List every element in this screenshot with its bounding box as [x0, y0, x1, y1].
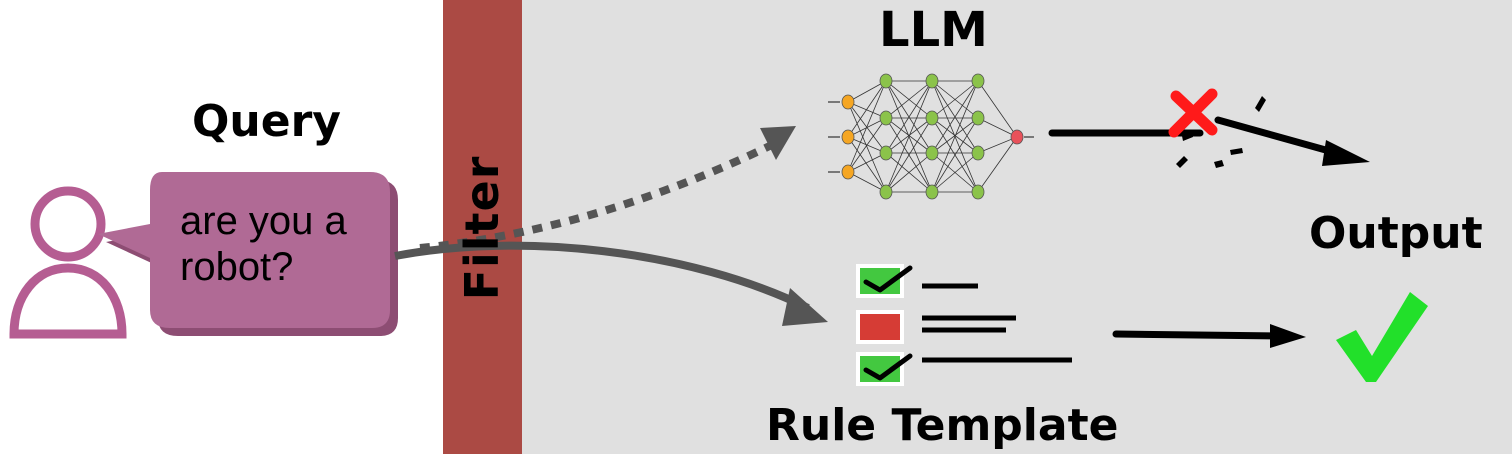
query-text-line-1: are you a: [180, 199, 347, 243]
nn-connection: [977, 117, 1018, 138]
output-title: Output: [1309, 208, 1483, 259]
nn-connection: [977, 136, 1018, 193]
nn-node: [925, 184, 939, 200]
nn-connection: [885, 80, 933, 119]
nn-node: [971, 110, 985, 126]
arrow-head-to-rule-template: [782, 288, 828, 326]
filter-bar: [443, 0, 522, 454]
nn-connection: [931, 80, 979, 119]
nn-connection: [847, 117, 887, 173]
nn-connection: [847, 101, 887, 193]
nn-node: [841, 164, 855, 180]
nn-connection: [931, 80, 979, 154]
dotted-arrow-to-llm: [419, 136, 784, 252]
speech-bubble: [98, 172, 398, 336]
rule-output-arrow-head: [1270, 324, 1306, 348]
nn-node: [879, 73, 893, 89]
user-icon: [9, 186, 127, 339]
nn-node: [971, 184, 985, 200]
nn-node: [879, 145, 893, 161]
check-mark-2: [863, 353, 913, 381]
nn-node: [925, 110, 939, 126]
nn-connection: [885, 80, 933, 154]
nn-node: [971, 73, 985, 89]
check-mark-1: [863, 265, 913, 293]
nn-node: [879, 110, 893, 126]
nn-connection: [885, 80, 933, 193]
nn-connection: [847, 101, 887, 119]
nn-node: [841, 129, 855, 145]
nn-connection: [931, 152, 979, 193]
nn-node: [1010, 129, 1024, 145]
broken-fragments: [1176, 96, 1266, 168]
neural-network-icon: [828, 73, 1034, 200]
rule-output-line: [1112, 330, 1284, 340]
nn-connection: [885, 152, 933, 193]
query-title: Query: [192, 96, 341, 147]
nn-connection: [931, 117, 979, 193]
arrow-head-to-llm: [760, 126, 796, 160]
broken-arrow-line: [1214, 116, 1344, 158]
checklist-icon: [856, 264, 1072, 386]
nn-node: [971, 145, 985, 161]
filter-label: Filter: [455, 155, 509, 301]
nn-connection: [931, 80, 979, 193]
nn-connection: [847, 152, 887, 173]
nn-node: [841, 94, 855, 110]
nn-node: [879, 184, 893, 200]
nn-node: [925, 145, 939, 161]
nn-connection: [847, 171, 887, 193]
processing-area: [522, 0, 1512, 454]
nn-connection: [847, 80, 887, 103]
nn-connection: [977, 80, 1018, 138]
nn-connection: [847, 136, 887, 193]
query-text-line-2: robot?: [180, 245, 294, 289]
query-text: are you a robot?: [180, 198, 380, 290]
red-x-icon: [1168, 88, 1218, 138]
nn-connection: [977, 136, 1018, 154]
solid-arrow-to-rule-template: [394, 241, 810, 312]
llm-title: LLM: [879, 2, 988, 58]
rule-template-title: Rule Template: [766, 400, 1119, 451]
nn-connection: [885, 117, 933, 193]
green-checkmark-icon: [1336, 292, 1428, 382]
nn-node: [925, 73, 939, 89]
nn-connection: [847, 80, 887, 173]
nn-connection: [847, 80, 887, 138]
broken-arrow-head: [1322, 140, 1370, 166]
